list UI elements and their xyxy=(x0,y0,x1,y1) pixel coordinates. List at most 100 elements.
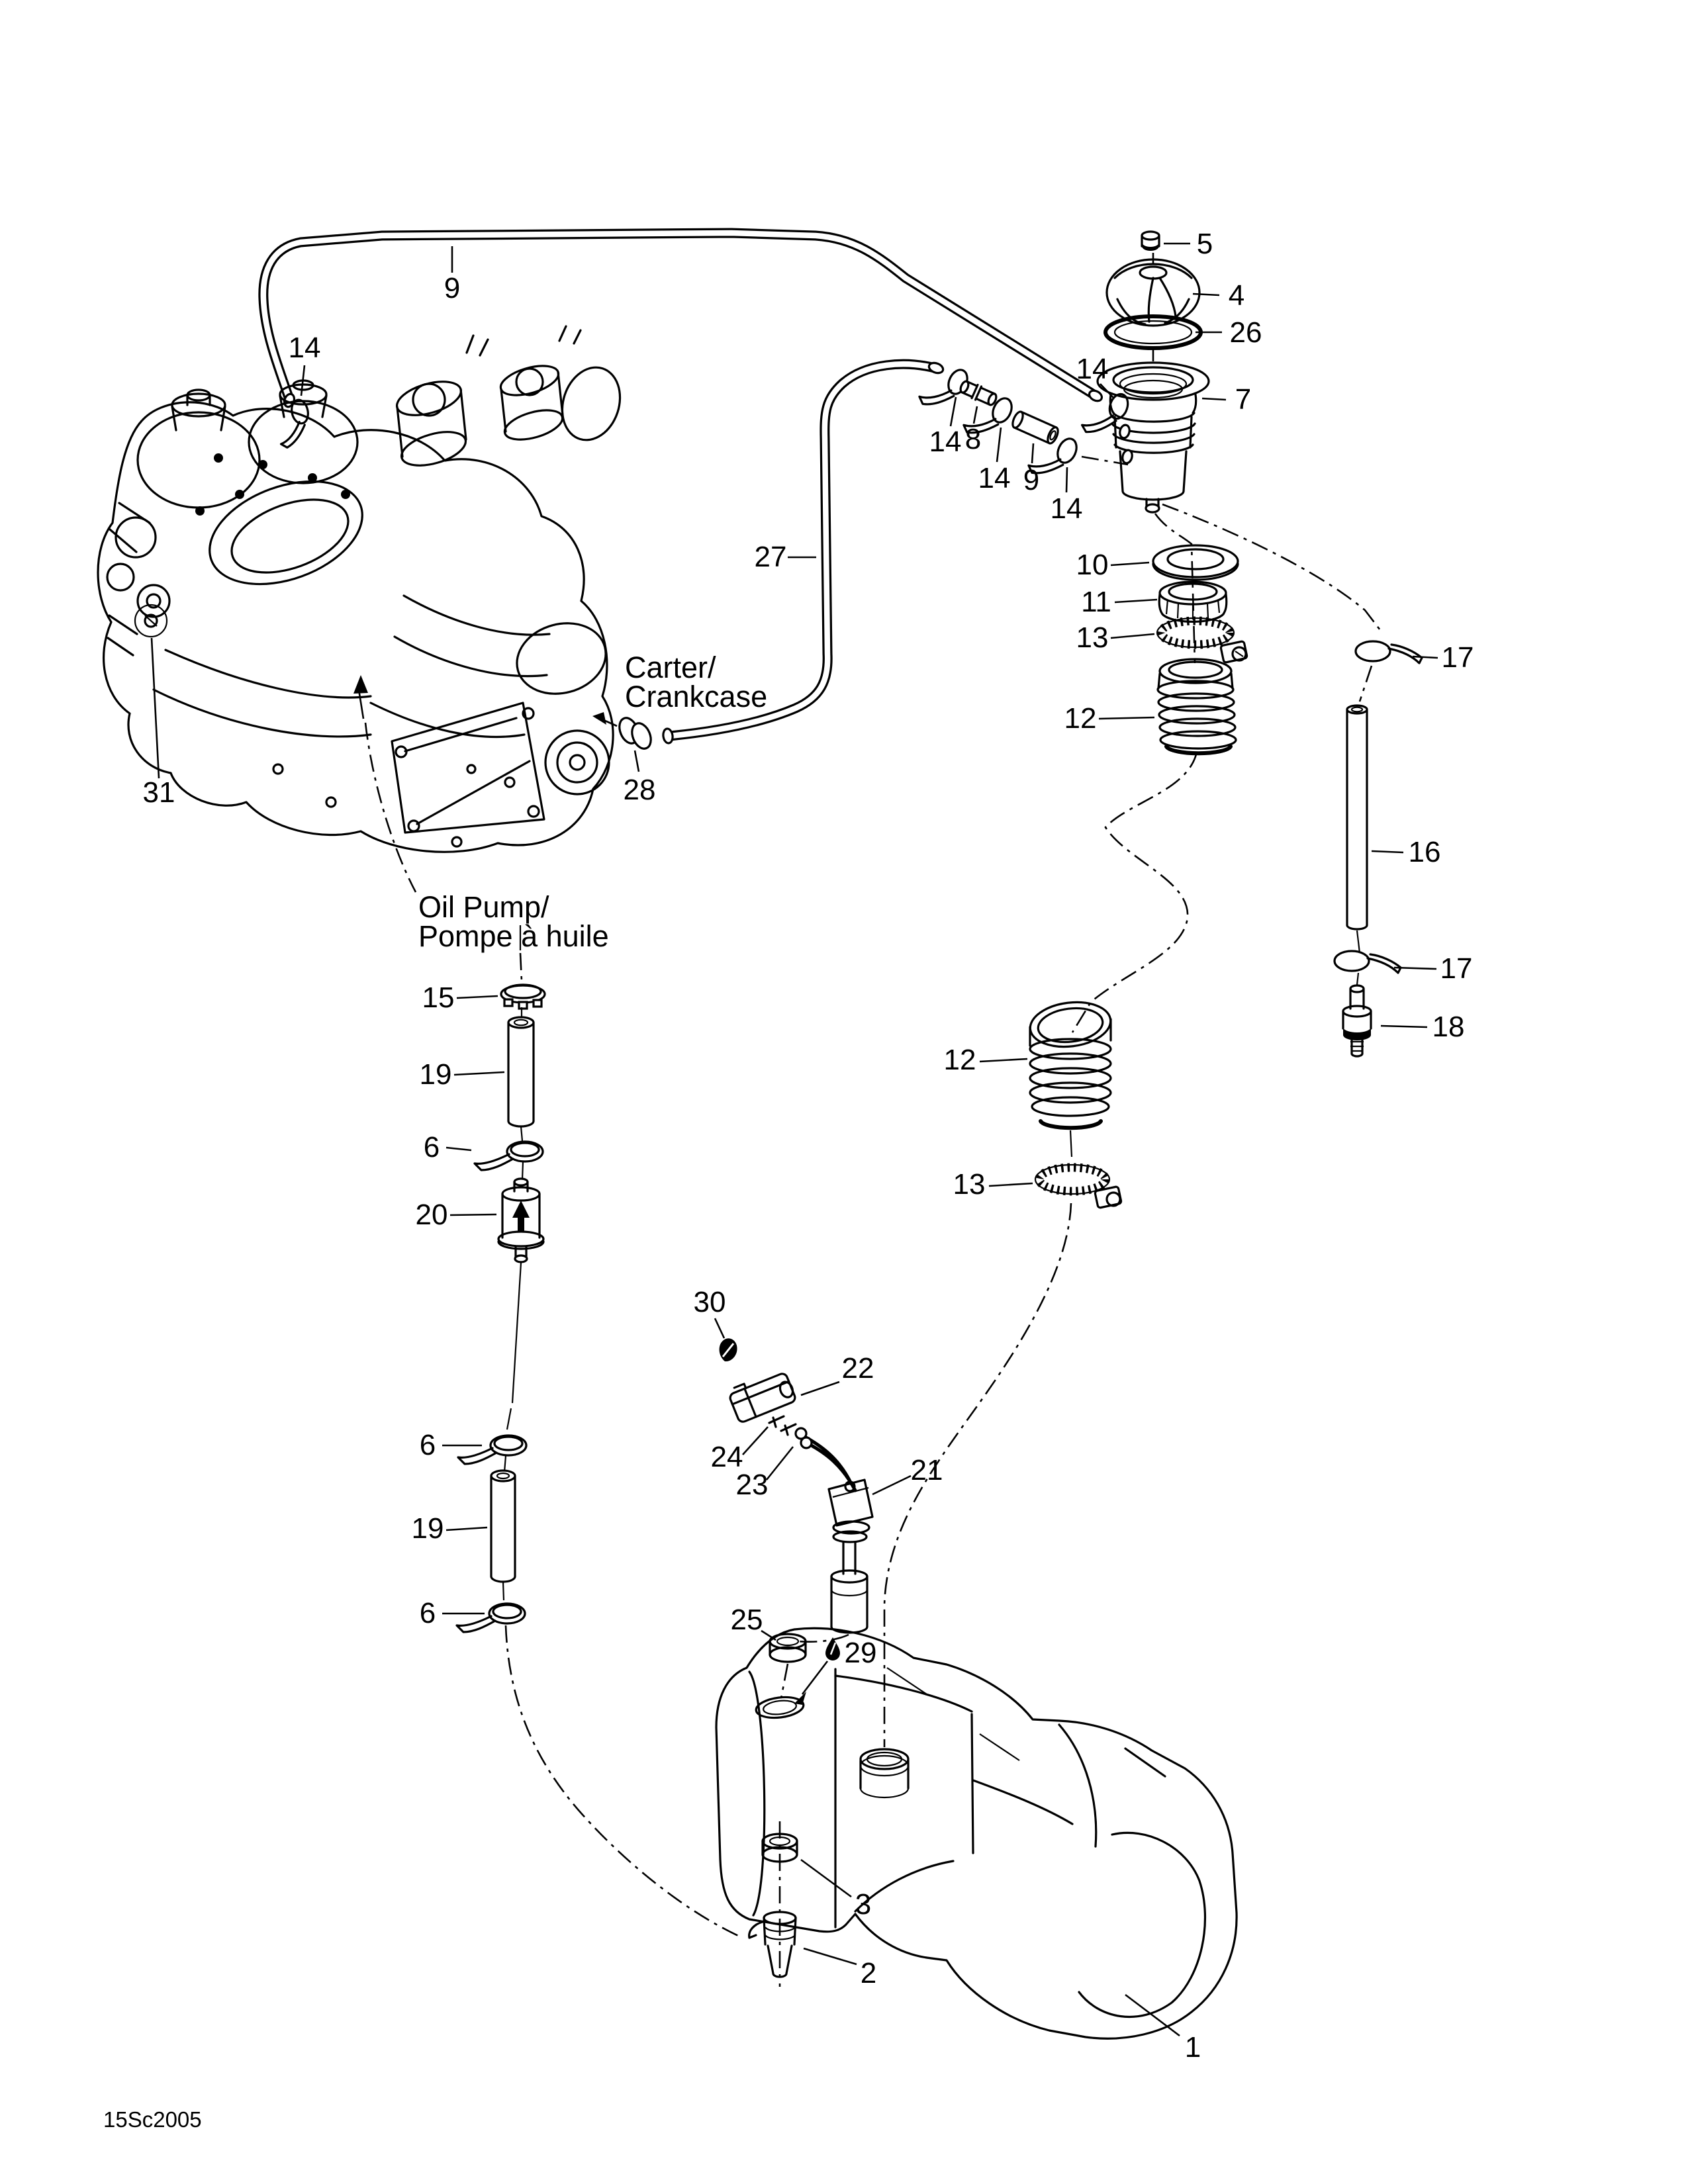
callout-leaders xyxy=(150,242,1438,2037)
centerline xyxy=(798,1633,849,1643)
centerline xyxy=(502,1581,505,1601)
arrow-head xyxy=(794,1692,806,1705)
centerline xyxy=(1069,1130,1073,1158)
bellows-hose-upper xyxy=(1156,658,1237,756)
pulley xyxy=(544,729,610,796)
pump-tube-upper xyxy=(507,1016,535,1128)
part-label-12: 12 xyxy=(944,1044,976,1076)
tank-grommet xyxy=(769,1633,807,1663)
part-label-6: 6 xyxy=(420,1429,436,1461)
tie-clamp xyxy=(473,1140,544,1171)
oil-pump-arrow xyxy=(353,675,368,694)
neck-washer xyxy=(1152,544,1239,581)
sensor-wires xyxy=(794,1427,857,1492)
part-label-24: 24 xyxy=(711,1441,743,1473)
vent-tube xyxy=(1346,704,1368,931)
part-label-19: 19 xyxy=(412,1512,444,1545)
part-label-16: 16 xyxy=(1409,836,1441,868)
part-label-2: 2 xyxy=(861,1957,876,1989)
centerline xyxy=(1071,751,1198,1033)
throttle-body xyxy=(395,381,467,467)
annotation-oilpump-line2: Pompe à huile xyxy=(418,919,609,953)
callout-labels: 5 4 26 7 14 9 14 8 14 9 14 14 27 28 31 1… xyxy=(143,228,1474,2064)
vent-clip-lower xyxy=(1333,950,1402,974)
part-label-9: 9 xyxy=(1023,464,1039,496)
neck-ring-nut xyxy=(1158,580,1228,623)
part-label-3: 3 xyxy=(855,1888,871,1921)
oil-filter xyxy=(497,1177,545,1263)
tank-outlet-grommet xyxy=(761,1833,798,1863)
part-label-14: 14 xyxy=(289,332,321,364)
part-label-13: 13 xyxy=(1076,621,1109,654)
cap-o-ring-inner xyxy=(1113,320,1193,345)
injector-stubs xyxy=(465,325,582,357)
centerline xyxy=(503,1455,507,1473)
case-lines xyxy=(393,594,551,678)
part-label-17: 17 xyxy=(1442,641,1474,674)
part-label-21: 21 xyxy=(911,1454,943,1486)
engine-assembly xyxy=(97,325,622,853)
connector-housing xyxy=(729,1373,796,1423)
part-label-15: 15 xyxy=(422,981,455,1014)
intake-dome xyxy=(136,388,261,509)
part-label-10: 10 xyxy=(1076,549,1109,581)
throttle-body xyxy=(499,365,564,441)
annotation-carter-line1: Carter/ xyxy=(625,651,716,684)
part-label-18: 18 xyxy=(1432,1011,1465,1043)
centerline xyxy=(780,1663,789,1699)
short-oil-tube xyxy=(1011,410,1059,445)
part-label-14: 14 xyxy=(1076,353,1109,385)
hose-clamp-upper xyxy=(1156,616,1248,664)
part-label-5: 5 xyxy=(1197,228,1213,260)
wire-clip xyxy=(719,1338,737,1362)
oil-hose-crankcase xyxy=(662,359,945,745)
part-label-23: 23 xyxy=(736,1469,769,1501)
centerline xyxy=(519,952,523,981)
part-label-6: 6 xyxy=(424,1131,440,1163)
oil-drop-symbol xyxy=(825,1637,840,1661)
part-label-1: 1 xyxy=(1185,2031,1201,2064)
centerline xyxy=(1154,513,1196,664)
oil-hose-long xyxy=(258,228,1103,408)
centerline xyxy=(364,722,417,893)
part-label-26: 26 xyxy=(1230,316,1262,349)
case-lines xyxy=(152,649,526,739)
inline-fitting xyxy=(959,380,998,406)
engine-detail-circle xyxy=(134,604,168,638)
arrow-head xyxy=(592,712,606,725)
part-label-17: 17 xyxy=(1440,952,1473,985)
oil-tank xyxy=(715,1627,1238,2040)
part-label-22: 22 xyxy=(842,1352,874,1385)
connector-pins xyxy=(768,1415,797,1436)
part-label-27: 27 xyxy=(755,541,787,573)
part-label-9: 9 xyxy=(444,272,460,304)
filler-neck xyxy=(1096,361,1210,514)
rear-housing xyxy=(516,622,607,695)
centerline xyxy=(1356,972,1360,985)
part-label-28: 28 xyxy=(624,774,656,806)
vent-clip-upper xyxy=(1354,640,1423,664)
part-label-29: 29 xyxy=(845,1637,877,1669)
part-label-31: 31 xyxy=(143,776,175,809)
part-label-6: 6 xyxy=(420,1597,436,1629)
hose-clip xyxy=(1027,437,1078,475)
annotation-oilpump-line1: Oil Pump/ xyxy=(418,890,549,924)
hose-end-opening xyxy=(662,727,674,745)
accessory-cluster xyxy=(106,453,350,657)
tie-clamp xyxy=(455,1602,526,1633)
centerline xyxy=(1162,503,1383,633)
part-label-8: 8 xyxy=(965,423,981,455)
centerline xyxy=(521,1161,524,1180)
figure-code: 15Sc2005 xyxy=(103,2107,202,2132)
part-label-14: 14 xyxy=(978,462,1011,494)
part-label-20: 20 xyxy=(416,1199,448,1231)
filler-cap-vent xyxy=(1141,230,1160,251)
part-label-14: 14 xyxy=(929,426,962,458)
pump-tube-lower xyxy=(490,1469,516,1583)
hose-clip xyxy=(279,398,309,449)
part-label-12: 12 xyxy=(1064,702,1097,735)
valve-cover xyxy=(209,480,363,586)
part-label-11: 11 xyxy=(1081,586,1111,618)
part-label-25: 25 xyxy=(731,1604,763,1636)
